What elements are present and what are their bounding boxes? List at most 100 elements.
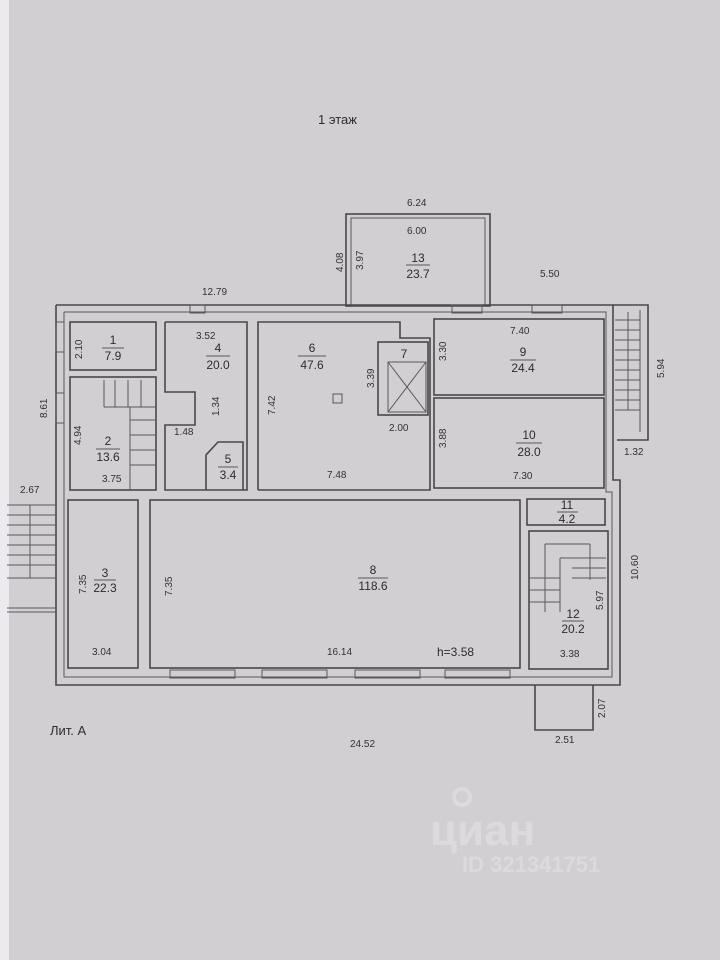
svg-text:7.42: 7.42 <box>267 395 278 415</box>
svg-text:7.48: 7.48 <box>327 470 347 481</box>
svg-text:2.10: 2.10 <box>74 339 85 359</box>
room-label-2: 213.6 <box>96 434 120 464</box>
cian-watermark: циан ID 321341751 <box>430 787 600 877</box>
room-label-11: 114.2 <box>557 498 578 526</box>
svg-text:3: 3 <box>102 566 109 580</box>
room-label-13: 13 23.7 <box>406 251 430 281</box>
svg-text:6.00: 6.00 <box>407 226 427 237</box>
svg-text:13.6: 13.6 <box>96 450 120 464</box>
windows <box>55 304 563 679</box>
room-label-3: 322.3 <box>93 566 117 595</box>
svg-text:2.51: 2.51 <box>555 735 575 746</box>
svg-text:6.24: 6.24 <box>407 198 427 209</box>
svg-text:11: 11 <box>561 498 574 512</box>
svg-text:10: 10 <box>522 428 536 442</box>
room-2 <box>69 376 157 491</box>
svg-text:1.32: 1.32 <box>624 447 644 458</box>
svg-text:7.30: 7.30 <box>513 471 533 482</box>
room-label-6: 647.6 <box>298 341 326 372</box>
svg-text:5.94: 5.94 <box>656 358 667 378</box>
svg-text:24.52: 24.52 <box>350 739 375 750</box>
location-pin-icon <box>452 787 472 807</box>
svg-text:2.67: 2.67 <box>20 485 40 496</box>
svg-text:20.0: 20.0 <box>206 358 230 372</box>
svg-text:6: 6 <box>309 341 316 355</box>
ceiling-height: h=3.58 <box>437 645 474 659</box>
room-6 <box>257 321 431 491</box>
svg-text:9: 9 <box>520 345 527 359</box>
room-11 <box>526 498 606 526</box>
room-label-1: 17.9 <box>102 333 124 363</box>
room-label-7: 7 <box>401 347 408 361</box>
svg-text:3.52: 3.52 <box>196 331 216 342</box>
right-exterior-stairs <box>613 304 649 441</box>
room-8 <box>149 499 521 669</box>
room-10 <box>433 397 605 489</box>
svg-text:24.4: 24.4 <box>511 361 535 375</box>
svg-text:3.04: 3.04 <box>92 647 112 658</box>
rear-porch <box>534 685 594 731</box>
outer-walls <box>55 304 621 686</box>
svg-text:10.60: 10.60 <box>630 555 641 580</box>
svg-text:1: 1 <box>110 333 117 347</box>
svg-text:3.97: 3.97 <box>355 250 366 270</box>
svg-text:20.2: 20.2 <box>561 622 585 636</box>
svg-text:2.07: 2.07 <box>597 698 608 718</box>
room-5 <box>205 441 244 490</box>
room-label-8: 8 118.6 <box>358 563 388 593</box>
svg-text:3.39: 3.39 <box>366 368 377 388</box>
svg-text:12.79: 12.79 <box>202 287 227 298</box>
svg-text:2: 2 <box>105 434 112 448</box>
svg-text:4.94: 4.94 <box>73 425 84 445</box>
room-13 <box>345 213 491 307</box>
column <box>332 393 343 404</box>
svg-text:28.0: 28.0 <box>517 445 541 459</box>
room-labels: 17.9 213.6 322.3 420.0 53.4 647.6 7 8118… <box>93 251 585 636</box>
room-label-9: 924.4 <box>510 345 536 375</box>
svg-text:13: 13 <box>411 251 425 265</box>
svg-text:7.35: 7.35 <box>78 574 89 594</box>
room-7-elevator <box>377 341 429 416</box>
svg-text:118.6: 118.6 <box>358 579 387 593</box>
floor-title: 1 этаж <box>318 112 357 127</box>
litera-label: Лит. А <box>50 723 87 738</box>
svg-text:12: 12 <box>566 607 580 621</box>
room-4 <box>164 321 248 491</box>
svg-text:2.00: 2.00 <box>389 423 409 434</box>
svg-text:7.9: 7.9 <box>105 349 122 363</box>
room-label-10: 10 28.0 <box>516 428 542 459</box>
svg-text:ID 321341751: ID 321341751 <box>462 852 600 877</box>
svg-text:4: 4 <box>215 341 222 355</box>
room-12 <box>528 530 609 670</box>
room-3 <box>67 499 139 669</box>
svg-text:5.50: 5.50 <box>540 269 560 280</box>
svg-text:1.48: 1.48 <box>174 427 194 438</box>
room-label-4: 420.0 <box>206 341 230 372</box>
svg-text:3.75: 3.75 <box>102 474 122 485</box>
photo-edge <box>0 0 9 960</box>
svg-text:3.4: 3.4 <box>220 468 237 482</box>
svg-text:3.38: 3.38 <box>560 649 580 660</box>
dimension-labels: 6.24 6.00 4.08 3.97 5.50 12.79 3.52 2.10… <box>20 198 667 750</box>
svg-text:4.08: 4.08 <box>335 252 346 272</box>
svg-text:7.35: 7.35 <box>164 576 175 596</box>
svg-text:1.34: 1.34 <box>211 396 222 416</box>
svg-text:4.2: 4.2 <box>559 512 576 526</box>
left-entrance-stairs <box>7 504 56 613</box>
room-9 <box>433 318 605 396</box>
svg-text:7: 7 <box>401 347 408 361</box>
svg-text:3.88: 3.88 <box>438 428 449 448</box>
svg-text:3.30: 3.30 <box>438 341 449 361</box>
svg-text:циан: циан <box>430 806 535 855</box>
svg-text:5.97: 5.97 <box>595 590 606 610</box>
room-label-5: 53.4 <box>218 452 238 482</box>
svg-text:16.14: 16.14 <box>327 647 352 658</box>
svg-text:5: 5 <box>225 452 232 466</box>
svg-text:22.3: 22.3 <box>93 581 117 595</box>
svg-text:47.6: 47.6 <box>300 358 324 372</box>
svg-text:23.7: 23.7 <box>406 267 430 281</box>
svg-text:8.61: 8.61 <box>39 398 50 418</box>
svg-text:8: 8 <box>370 563 377 577</box>
